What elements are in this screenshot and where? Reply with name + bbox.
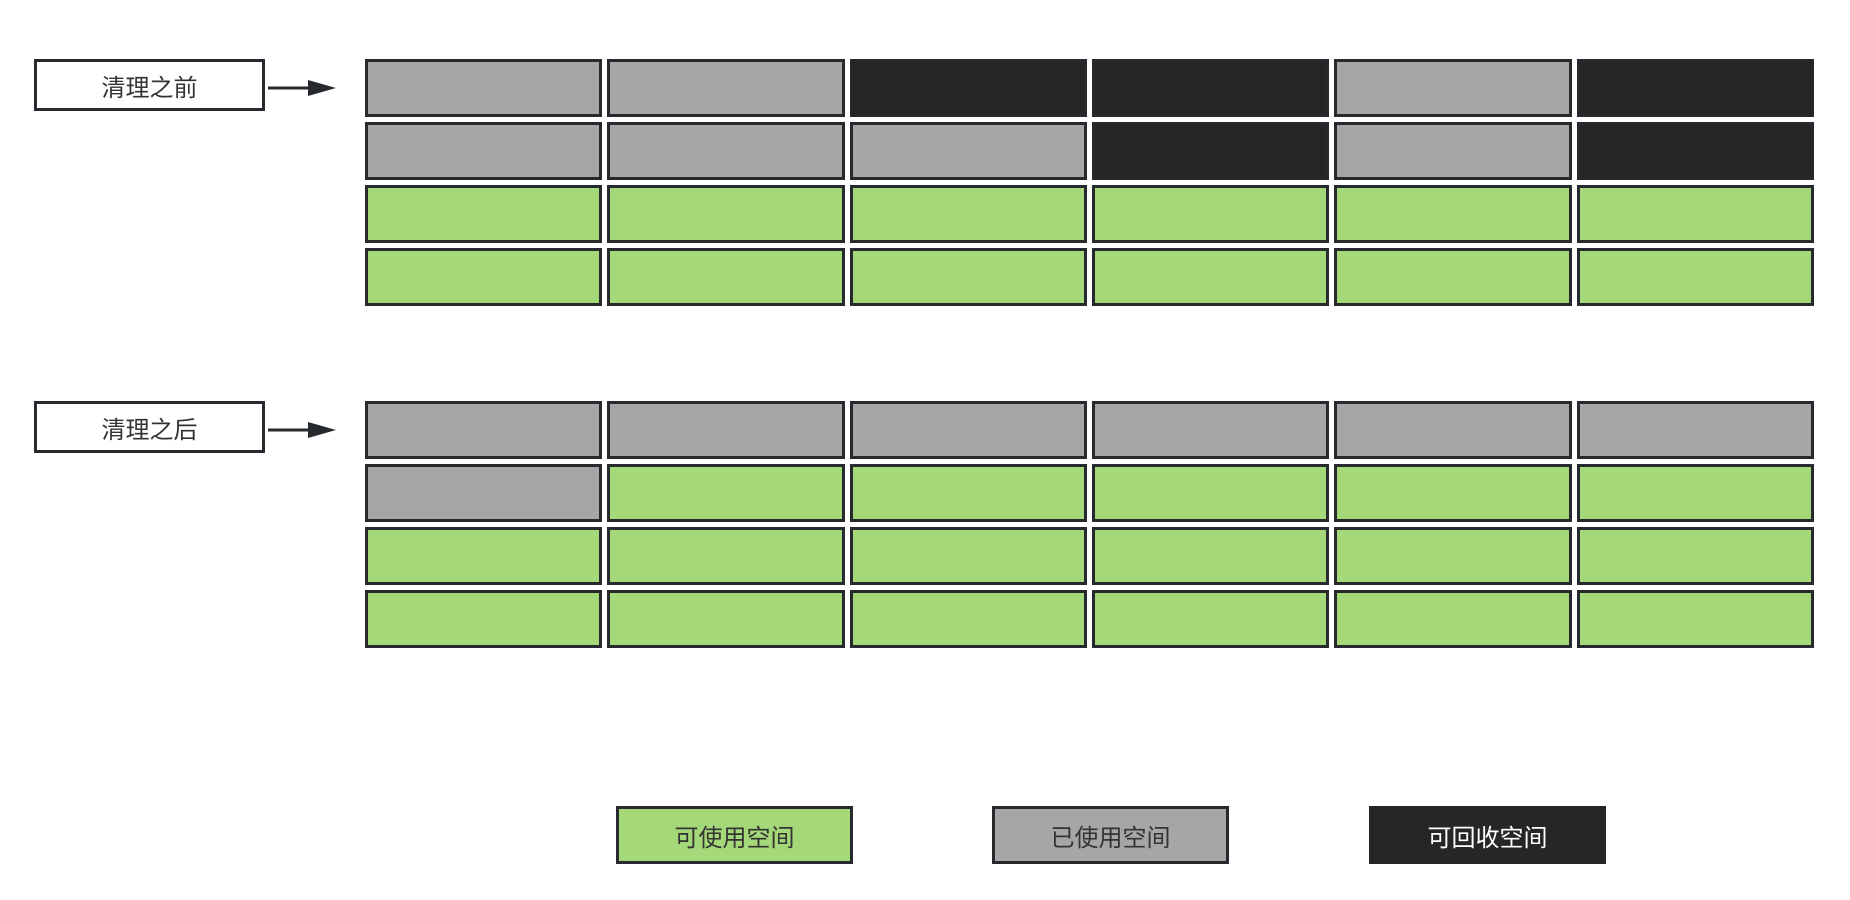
before-cell-free: [1091, 185, 1330, 243]
before-cell-reclaimable: [1091, 59, 1330, 117]
after-cell-used: [365, 401, 603, 459]
legend-used: 已使用空间: [992, 806, 1229, 864]
after-cell-free: [1334, 590, 1572, 648]
before-row-1: [365, 59, 1814, 117]
before-cell-free: [1334, 185, 1572, 243]
before-cell-free: [365, 185, 603, 243]
after-cell-free: [849, 527, 1087, 585]
before-cell-used: [607, 122, 845, 180]
after-cell-free: [1091, 527, 1330, 585]
after-cell-free: [607, 464, 845, 522]
after-cell-used: [607, 401, 845, 459]
after-row-2: [365, 464, 1814, 522]
after-cell-free: [365, 527, 603, 585]
before-row-4: [365, 248, 1814, 306]
before-memory-grid: [365, 59, 1814, 311]
after-cell-free: [849, 464, 1087, 522]
before-cell-reclaimable: [1091, 122, 1330, 180]
after-cell-used: [1576, 401, 1814, 459]
before-cell-free: [849, 185, 1087, 243]
after-cell-used: [1334, 401, 1572, 459]
before-cell-free: [1091, 248, 1330, 306]
after-cell-used: [1091, 401, 1330, 459]
after-cell-free: [607, 590, 845, 648]
before-cell-used: [607, 59, 845, 117]
before-cell-free: [1576, 185, 1814, 243]
after-memory-grid: [365, 401, 1814, 653]
before-row-3: [365, 185, 1814, 243]
after-cell-free: [1334, 527, 1572, 585]
after-cell-free: [849, 590, 1087, 648]
after-row-4: [365, 590, 1814, 648]
after-cell-used: [849, 401, 1087, 459]
before-cell-used: [1334, 122, 1572, 180]
legend-free-text: 可使用空间: [674, 823, 795, 852]
after-label: 清理之后: [34, 401, 265, 453]
legend-used-text: 已使用空间: [1050, 823, 1171, 852]
after-cell-free: [1576, 590, 1814, 648]
before-cell-free: [607, 185, 845, 243]
after-arrow-icon: [268, 422, 336, 438]
before-cell-used: [849, 122, 1087, 180]
before-cell-free: [849, 248, 1087, 306]
after-cell-free: [1576, 527, 1814, 585]
before-cell-reclaimable: [1576, 59, 1814, 117]
before-cell-free: [1576, 248, 1814, 306]
legend-reclaimable-text: 可回收空间: [1427, 823, 1548, 852]
before-cell-used: [365, 59, 603, 117]
before-cell-reclaimable: [849, 59, 1087, 117]
legend-free: 可使用空间: [616, 806, 853, 864]
after-row-1: [365, 401, 1814, 459]
before-label-text: 清理之前: [101, 73, 198, 102]
legend-reclaimable: 可回收空间: [1369, 806, 1606, 864]
after-cell-used: [365, 464, 603, 522]
after-row-3: [365, 527, 1814, 585]
after-cell-free: [365, 590, 603, 648]
after-cell-free: [607, 527, 845, 585]
before-label: 清理之前: [34, 59, 265, 111]
before-cell-reclaimable: [1576, 122, 1814, 180]
after-cell-free: [1576, 464, 1814, 522]
after-cell-free: [1091, 590, 1330, 648]
after-label-text: 清理之后: [101, 415, 198, 444]
before-row-2: [365, 122, 1814, 180]
before-cell-used: [365, 122, 603, 180]
before-arrow-icon: [268, 80, 336, 96]
after-cell-free: [1334, 464, 1572, 522]
before-cell-used: [1334, 59, 1572, 117]
after-cell-free: [1091, 464, 1330, 522]
before-cell-free: [1334, 248, 1572, 306]
before-cell-free: [607, 248, 845, 306]
before-cell-free: [365, 248, 603, 306]
